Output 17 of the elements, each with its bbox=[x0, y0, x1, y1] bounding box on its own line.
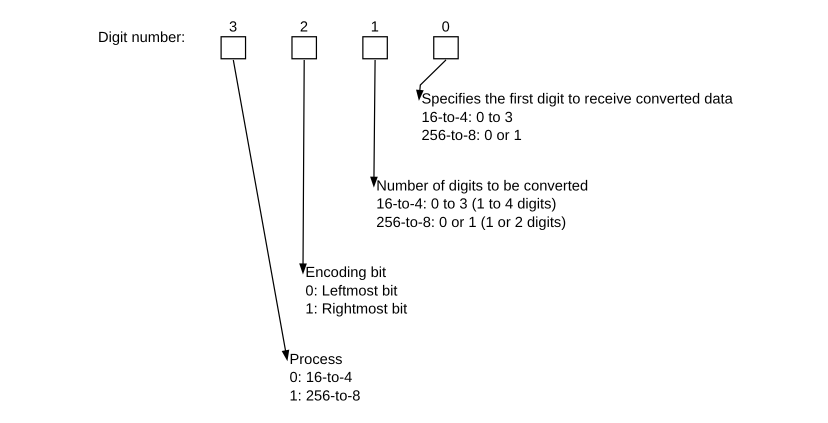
node-box bbox=[220, 36, 246, 60]
arrow bbox=[232, 60, 289, 362]
node-label: 2 bbox=[299, 19, 308, 36]
node-text: Process 0: 16-to-4 1: 256-to-8 bbox=[289, 352, 360, 404]
arrow bbox=[416, 60, 446, 101]
node-box bbox=[432, 36, 458, 60]
node-label: 3 bbox=[228, 19, 237, 36]
node-text: Specifies the first digit to receive converted data 16-to-4: 0 to 3 256-to-8: 0 or 1 bbox=[421, 91, 732, 144]
label: Digit number: bbox=[98, 30, 185, 46]
arrow bbox=[370, 60, 378, 188]
node-text: Encoding bit 0: Leftmost bit 1: Rightmost bit bbox=[304, 265, 407, 318]
node-text: Number of digits to be converted 16-to-4: 0 to 3 (1 to 4 digits) 256-to-8: 0 or 1 (1 or 2 digits) bbox=[376, 178, 588, 231]
node-box bbox=[362, 36, 388, 60]
node-box bbox=[290, 36, 317, 60]
arrow bbox=[298, 60, 306, 274]
node-label: 0 bbox=[441, 19, 450, 36]
node-label: 1 bbox=[370, 19, 378, 36]
